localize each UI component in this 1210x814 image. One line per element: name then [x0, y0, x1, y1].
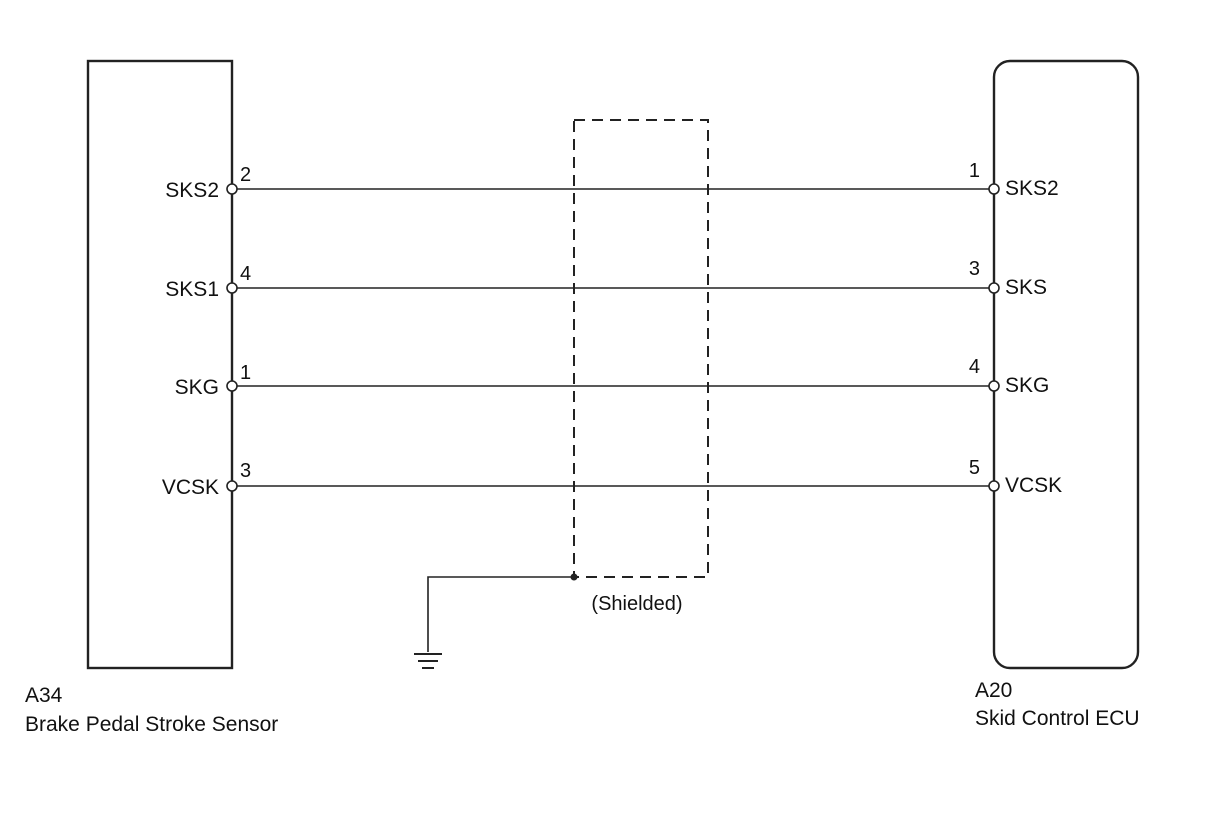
shield-enclosure: [573, 119, 709, 578]
left-component-name: Brake Pedal Stroke Sensor: [25, 713, 278, 736]
right-pin-number: 3: [969, 258, 980, 280]
left-pin-name: SKS1: [165, 278, 219, 301]
right-terminal-vcsk: [988, 480, 1000, 492]
right-pin-name: VCSK: [1005, 474, 1062, 497]
right-terminal-sks2: [988, 183, 1000, 195]
shield-junction-dot: [570, 573, 578, 581]
right-pin-number: 1: [969, 160, 980, 182]
wire-sks2: SKS2 2 1 SKS2: [165, 160, 1058, 202]
right-component-code: A20: [975, 679, 1012, 702]
right-pin-name: SKS2: [1005, 177, 1059, 200]
left-terminal-vcsk: [226, 480, 238, 492]
left-pin-number: 3: [240, 460, 251, 482]
shield-label: (Shielded): [591, 593, 682, 615]
right-pin-number: 5: [969, 457, 980, 479]
left-terminal-sks1: [226, 282, 238, 294]
left-component-code: A34: [25, 684, 63, 707]
left-pin-number: 4: [240, 263, 251, 285]
ground-icon: [414, 653, 442, 669]
right-pin-name: SKS: [1005, 276, 1047, 299]
left-pin-name: SKS2: [165, 179, 219, 202]
right-component-name: Skid Control ECU: [975, 707, 1140, 730]
left-terminal-sks2: [226, 183, 238, 195]
brake-pedal-stroke-sensor-box: [86, 59, 234, 670]
right-terminal-sks: [988, 282, 1000, 294]
left-pin-number: 1: [240, 362, 251, 384]
right-pin-number: 4: [969, 356, 980, 378]
wire-skg: SKG 1 4 SKG: [175, 356, 1050, 399]
left-pin-number: 2: [240, 164, 251, 186]
shield-drain-wire: [427, 573, 578, 652]
left-terminal-skg: [226, 380, 238, 392]
left-pin-name: VCSK: [162, 476, 219, 499]
right-terminal-skg: [988, 380, 1000, 392]
left-pin-name: SKG: [175, 376, 219, 399]
wire-vcsk: VCSK 3 5 VCSK: [162, 457, 1062, 499]
skid-control-ecu-box: [992, 59, 1140, 670]
wire-sks1: SKS1 4 3 SKS: [165, 258, 1047, 301]
right-pin-name: SKG: [1005, 374, 1049, 397]
